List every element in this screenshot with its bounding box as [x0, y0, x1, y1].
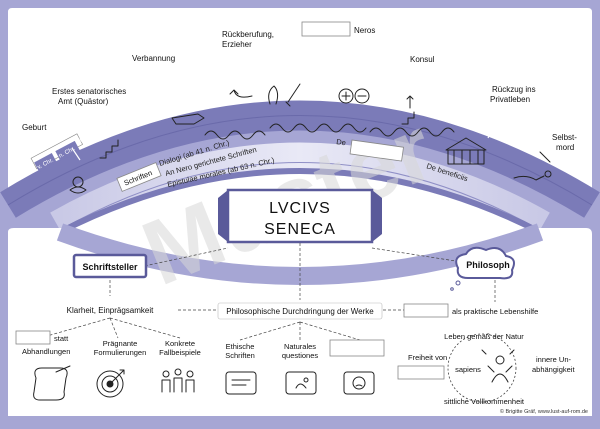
return-arrow-icon: [229, 89, 253, 98]
crowd-icon: [161, 368, 195, 393]
event-first-office-line2: Amt (Quästor): [58, 97, 109, 106]
dying-figure-icon: [513, 151, 552, 181]
event-birth: Geburt: [22, 123, 47, 132]
title-line2: SENECA: [264, 221, 336, 238]
writer-box: [72, 253, 148, 279]
stairs-icon: [99, 139, 119, 159]
philosopher-cycle: [447, 333, 517, 403]
event-first-office-line1: Erstes senatorisches: [52, 87, 126, 96]
blank-recall[interactable]: [301, 21, 351, 37]
event-consul: Konsul: [410, 55, 435, 64]
event-retreat-line2: Privatleben: [490, 95, 530, 104]
eye-top-edge: [58, 168, 542, 235]
works-natural-line2: questiones: [282, 351, 319, 360]
sage-figure-icon: [481, 349, 515, 383]
philosopher-heading: Philosoph: [466, 260, 510, 270]
writer-concise-line1: Prägnante: [103, 339, 138, 348]
ethics-scroll-icon: [225, 371, 257, 395]
year-31: 31: [88, 113, 97, 122]
philosopher-sapiens: sapiens: [455, 365, 481, 374]
works-heading-box: [217, 302, 383, 320]
year-54: 54: [332, 62, 341, 71]
blank-third-work[interactable]: [329, 339, 385, 357]
era-bc-tag: [34, 153, 57, 173]
works-band-scrolls: [204, 123, 455, 140]
climbing-arrow-icon: [401, 95, 415, 125]
villa-icon: [445, 137, 487, 165]
writer-concrete-line2: Fallbeispiele: [159, 348, 201, 357]
title-line1: LVCIVS: [269, 200, 331, 217]
cloud-dot-1: [455, 280, 461, 286]
scroll-quill-icon: [33, 365, 71, 401]
writer-instead-line1: statt: [54, 334, 69, 343]
tragedy-scroll-icon: [343, 371, 375, 395]
works-heading: Philosophische Durchdringung der Werke: [226, 307, 374, 316]
blank-instead[interactable]: [15, 330, 51, 345]
timeline-arc-line: [7, 115, 593, 206]
title-left-wing: [218, 190, 228, 242]
baby-icon: [69, 176, 87, 194]
year-55: 55: [412, 79, 421, 88]
writer-concise-line2: Formulierungen: [94, 348, 147, 357]
blank-de-work[interactable]: [349, 139, 404, 162]
philosopher-practical: als praktische Lebenshilfe: [452, 307, 538, 316]
works-ethical-line2: Schriften: [225, 351, 255, 360]
event-retreat-line1: Rückzug ins: [492, 85, 536, 94]
blank-freedom[interactable]: [397, 365, 445, 380]
title-right-wing: [372, 190, 382, 242]
pointing-hand-icon: [171, 113, 205, 125]
event-recall-line2: Erzieher: [222, 40, 252, 49]
writer-heading: Schriftsteller: [82, 262, 138, 272]
event-suicide-line2: mord: [556, 143, 574, 152]
target-icon: [96, 369, 125, 398]
connector-title-philosopher: [371, 247, 463, 263]
paintbrush-icon: [285, 83, 301, 107]
year-41: 41: [177, 77, 186, 86]
philosopher-cloud: [455, 246, 515, 280]
philosopher-perfection: sittliche Vollkommenheit: [444, 397, 525, 406]
blank-practical[interactable]: [403, 303, 449, 318]
philosopher-freedom: Freiheit von: [408, 353, 447, 362]
plus-minus-icon: [338, 88, 370, 104]
timeline-ticks: [71, 78, 495, 161]
writer-instead-line2: Abhandlungen: [22, 347, 70, 356]
work-de-prefix: De: [336, 137, 347, 147]
hand-hearing-icon: [268, 85, 279, 105]
event-recall-line1: Rückberufung,: [222, 30, 274, 39]
nature-scroll-icon: [285, 371, 317, 395]
connector-works-points: [239, 321, 361, 341]
writings-box: [116, 162, 162, 192]
connector-clarity-points: [39, 317, 181, 339]
writer-clarity: Klarheit, Einprägsamkeit: [67, 306, 154, 315]
footer-copyright: © Brigitte Gräf, www.lust-auf-rom.de: [500, 408, 588, 415]
works-band-line: [59, 162, 541, 231]
year-49: 49: [255, 61, 264, 70]
philosopher-inner-line1: innere Un-: [536, 355, 572, 364]
event-nero: Neros: [354, 26, 375, 35]
year-62: 62: [486, 113, 495, 122]
works-natural-line1: Naturales: [284, 342, 316, 351]
event-exile: Verbannung: [132, 54, 175, 63]
event-suicide-line1: Selbst-: [552, 133, 577, 142]
era-ad-tag: [55, 140, 80, 161]
philosopher-inner-line2: abhängigkeit: [532, 365, 575, 374]
philosopher-nature: Leben gemäß der Natur: [444, 332, 524, 341]
cloud-dot-2: [450, 287, 454, 291]
works-ethical-line1: Ethische: [226, 342, 255, 351]
writer-concrete-line1: Konkrete: [165, 339, 195, 348]
connector-writer-title: [134, 247, 229, 269]
